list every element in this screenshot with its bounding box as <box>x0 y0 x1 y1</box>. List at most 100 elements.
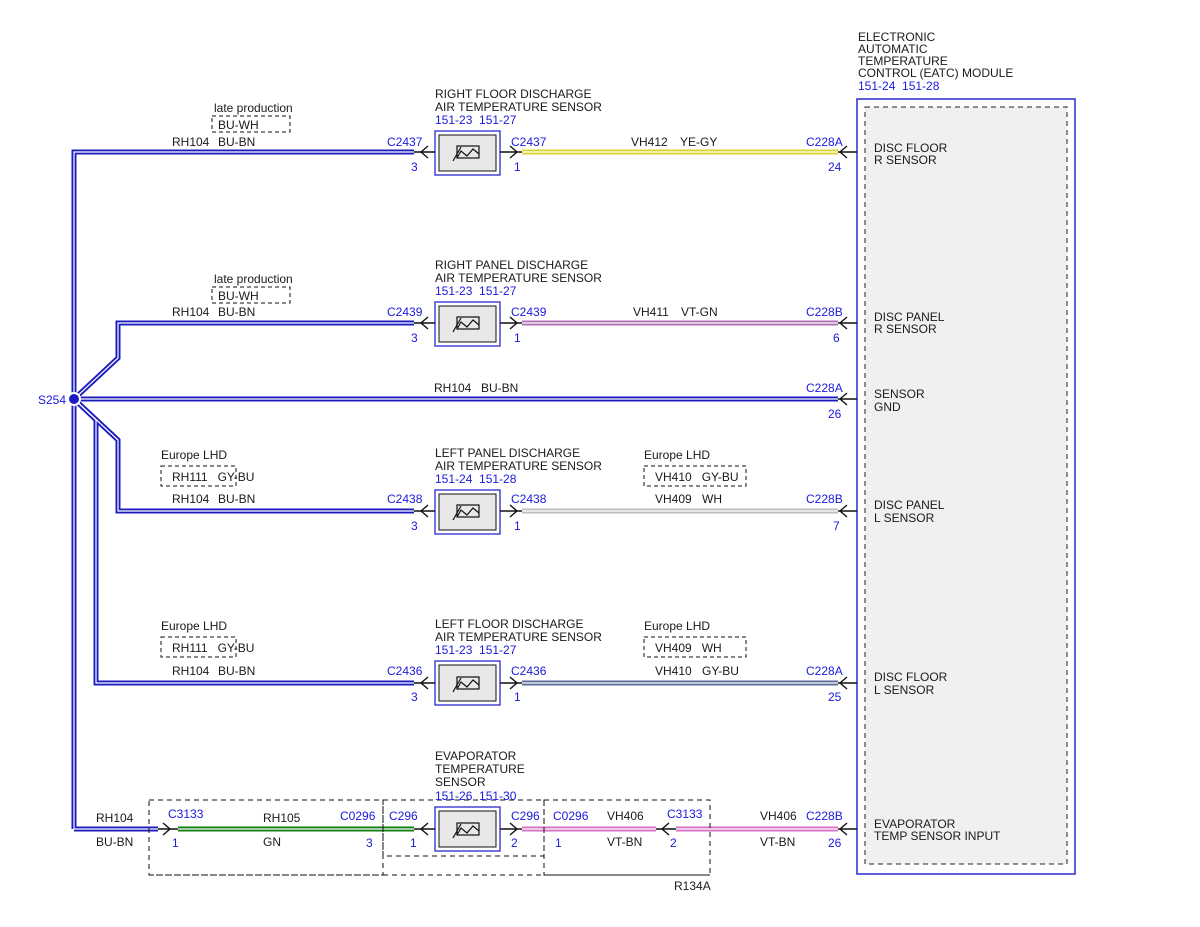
svg-text:L SENSOR: L SENSOR <box>874 511 935 525</box>
pin-number: 2 <box>670 836 677 850</box>
connector-arrows <box>414 822 522 836</box>
svg-text:SENSOR: SENSOR <box>874 387 925 401</box>
svg-text:RIGHT PANEL DISCHARGE: RIGHT PANEL DISCHARGE <box>435 258 588 272</box>
svg-text:R SENSOR: R SENSOR <box>874 153 937 167</box>
connector-label: C0296 <box>553 809 589 823</box>
svg-text:DISC FLOOR: DISC FLOOR <box>874 670 948 684</box>
svg-text:SENSOR: SENSOR <box>435 775 486 789</box>
arrow-icon <box>838 822 857 836</box>
connector-label: C2437 <box>387 135 423 149</box>
svg-text:LEFT PANEL DISCHARGE: LEFT PANEL DISCHARGE <box>435 446 580 460</box>
connector-label: C228B <box>806 492 843 506</box>
circuit-label: VH406 <box>760 809 797 823</box>
color-code: BU-BN <box>218 305 255 319</box>
sensor-evaporator[interactable]: EVAPORATOR TEMPERATURE SENSOR 151-26 151… <box>414 749 525 852</box>
connector-label: C2439 <box>387 305 423 319</box>
pin-number: 6 <box>833 331 840 345</box>
connector-label: C2438 <box>511 492 547 506</box>
color-code: VT-GN <box>681 305 718 319</box>
sensor-right-floor[interactable]: RIGHT FLOOR DISCHARGE AIR TEMPERATURE SE… <box>414 87 602 176</box>
connector-label: C2438 <box>387 492 423 506</box>
connector-label: C296 <box>389 809 418 823</box>
connector-label: C3133 <box>168 807 204 821</box>
option-note: late production <box>214 101 293 115</box>
sensor-left-panel[interactable]: LEFT PANEL DISCHARGE AIR TEMPERATURE SEN… <box>414 446 602 535</box>
svg-text:L SENSOR: L SENSOR <box>874 683 935 697</box>
pin-number: 1 <box>172 836 179 850</box>
svg-text:ELECTRONIC: ELECTRONIC <box>858 30 936 44</box>
svg-text:151-23 151-27: 151-23 151-27 <box>435 284 517 298</box>
pin-number: 3 <box>411 331 418 345</box>
arrow-icon <box>838 676 857 690</box>
option-note: Europe LHD <box>644 619 710 633</box>
color-code: WH <box>702 492 722 506</box>
thermistor-icon <box>452 822 480 839</box>
arrow-icon <box>158 822 178 836</box>
connector-arrows <box>414 145 522 159</box>
circuit-label: VH412 <box>631 135 668 149</box>
splice-label: S254 <box>38 393 66 407</box>
svg-text:AIR TEMPERATURE SENSOR: AIR TEMPERATURE SENSOR <box>435 100 602 114</box>
arrow-icon <box>656 822 676 836</box>
option-alt: VH410 GY-BU <box>655 470 739 484</box>
pin-number: 3 <box>411 160 418 174</box>
circuit-label: RH104 <box>172 305 210 319</box>
thermistor-icon <box>452 504 480 521</box>
option-note: Europe LHD <box>161 448 227 462</box>
svg-text:CONTROL (EATC) MODULE: CONTROL (EATC) MODULE <box>858 66 1013 80</box>
connector-label: C228A <box>806 135 843 149</box>
sensor-right-panel[interactable]: RIGHT PANEL DISCHARGE AIR TEMPERATURE SE… <box>414 258 602 347</box>
color-code: BU-BN <box>481 381 518 395</box>
color-code: BU-BN <box>218 135 255 149</box>
pin-number: 3 <box>411 519 418 533</box>
wire-rh104-main-trunk[interactable] <box>71 149 414 829</box>
pin-number: 3 <box>411 690 418 704</box>
sensor-left-floor[interactable]: LEFT FLOOR DISCHARGE AIR TEMPERATURE SEN… <box>414 617 602 706</box>
option-alt: BU-WH <box>218 118 259 132</box>
svg-text:151-23 151-27: 151-23 151-27 <box>435 113 517 127</box>
svg-text:EVAPORATOR: EVAPORATOR <box>435 749 517 763</box>
circuit-label: RH105 <box>263 811 301 825</box>
eatc-module[interactable] <box>856 98 1076 875</box>
option-alt: RH111 GY-BU <box>172 470 254 484</box>
connector-label: C228B <box>806 809 843 823</box>
svg-text:TEMPERATURE: TEMPERATURE <box>858 54 948 68</box>
color-code: GN <box>263 835 281 849</box>
wire-rh104-to-c2439[interactable] <box>72 320 414 401</box>
thermistor-icon <box>452 676 480 693</box>
option-note: Europe LHD <box>161 619 227 633</box>
svg-text:RIGHT FLOOR DISCHARGE: RIGHT FLOOR DISCHARGE <box>435 87 591 101</box>
arrow-icon <box>838 316 857 330</box>
connector-label: C2436 <box>387 664 423 678</box>
pin-number: 2 <box>511 836 518 850</box>
harness-label: R134A <box>674 879 711 893</box>
connector-label: C296 <box>511 809 540 823</box>
inline-connector-arrows <box>158 822 676 836</box>
pin-number: 25 <box>828 690 842 704</box>
color-code: BU-BN <box>218 664 255 678</box>
svg-text:LEFT FLOOR DISCHARGE: LEFT FLOOR DISCHARGE <box>435 617 583 631</box>
option-note: Europe LHD <box>644 448 710 462</box>
option-note: late production <box>214 272 293 286</box>
svg-text:151-24 151-28: 151-24 151-28 <box>435 472 517 486</box>
color-code: BU-BN <box>218 492 255 506</box>
pin-number: 1 <box>514 519 521 533</box>
svg-text:DISC PANEL: DISC PANEL <box>874 310 945 324</box>
option-alt: VH409 WH <box>655 641 722 655</box>
connector-label: C2439 <box>511 305 547 319</box>
svg-text:TEMPERATURE: TEMPERATURE <box>435 762 525 776</box>
pin-number: 24 <box>828 160 842 174</box>
svg-text:AIR TEMPERATURE SENSOR: AIR TEMPERATURE SENSOR <box>435 459 602 473</box>
option-alt: BU-WH <box>218 289 259 303</box>
circuit-label: RH104 <box>172 135 210 149</box>
pin-number: 1 <box>514 331 521 345</box>
pin-number: 1 <box>410 836 417 850</box>
option-box <box>643 636 747 658</box>
option-box <box>211 286 291 304</box>
splice-s254-icon[interactable] <box>67 392 81 406</box>
circuit-label: RH104 <box>96 811 134 825</box>
circuit-label: RH104 <box>434 381 472 395</box>
connector-label: C3133 <box>667 807 703 821</box>
pin-number: 26 <box>828 407 842 421</box>
